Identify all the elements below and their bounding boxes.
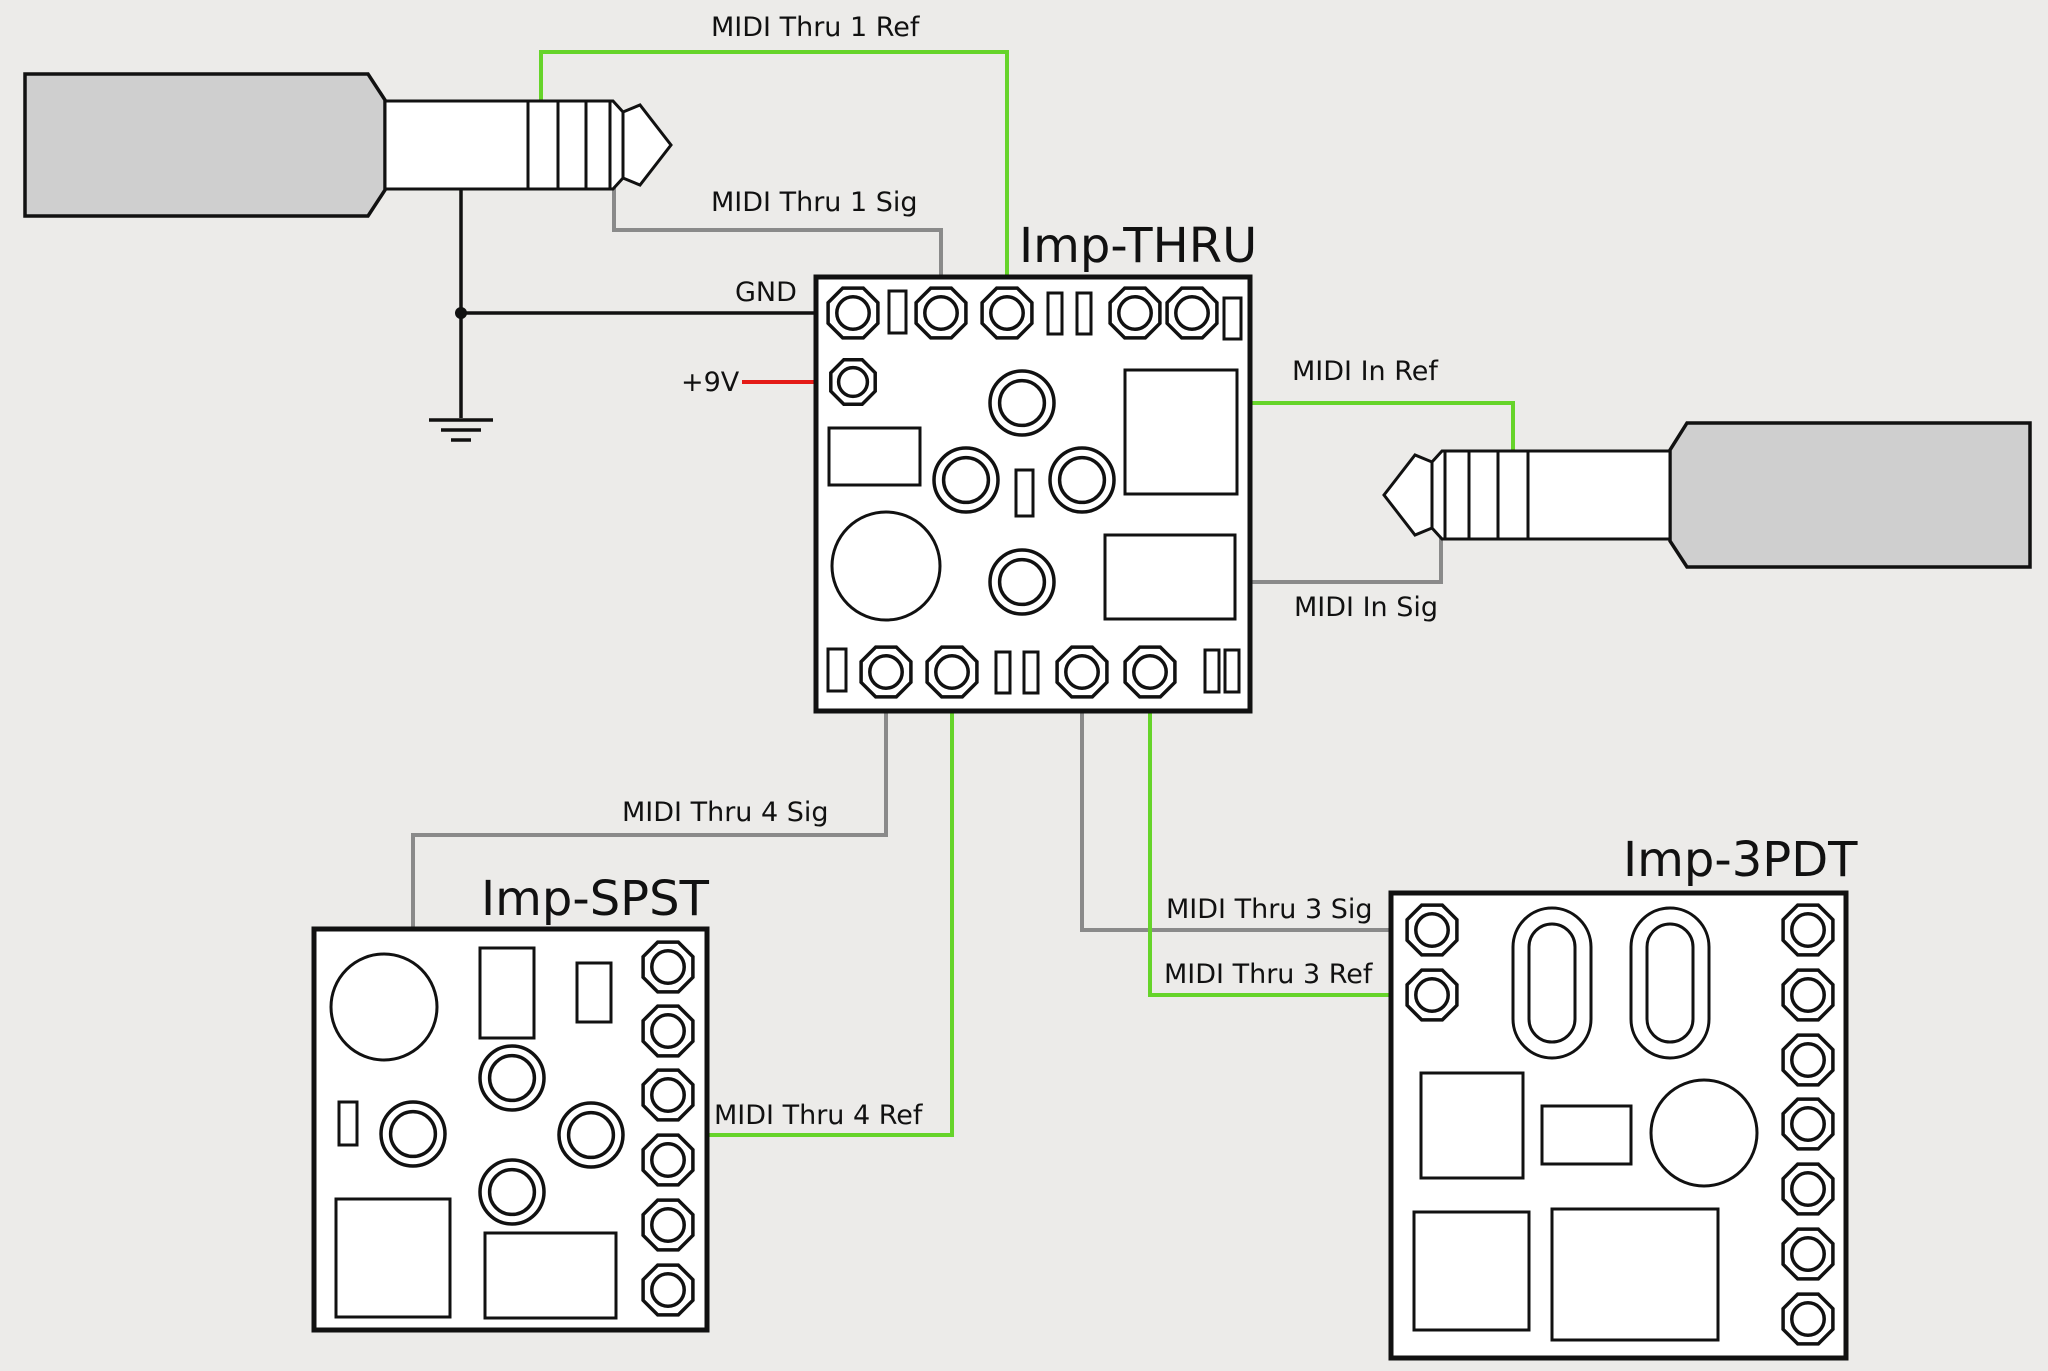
solder-pad-icon (988, 369, 1056, 437)
solder-pad-icon (988, 548, 1056, 616)
solder-pad-icon (1781, 1162, 1835, 1216)
solder-pad-icon (478, 1158, 546, 1226)
solder-pad-icon (557, 1101, 625, 1169)
plug-2-tip (1382, 449, 1471, 541)
label-plus-9v: +9V (681, 367, 740, 398)
wire-midi-thru-4-ref (591, 672, 954, 1137)
solder-pad-icon (1781, 968, 1835, 1022)
label-midi-thru-1-ref: MIDI Thru 1 Ref (711, 12, 921, 43)
ground-symbol-icon (429, 418, 493, 442)
plug-1-body (23, 72, 387, 218)
label-midi-in-ref: MIDI In Ref (1292, 356, 1439, 387)
wire-midi-thru-3-sig (1080, 672, 1432, 932)
title-imp-spst: Imp-SPST (481, 871, 710, 927)
solder-pad-icon (1781, 1097, 1835, 1151)
wire-midi-thru-1-sig (612, 178, 943, 312)
solder-pad-icon (914, 286, 968, 340)
solder-pad-icon (1405, 903, 1459, 957)
solder-pad-icon (641, 940, 695, 994)
solder-pad-icon (379, 1100, 447, 1168)
wire-midi-thru-1-ref (539, 50, 1009, 312)
trs-plug-icon (23, 72, 673, 218)
solder-pad-icon (925, 645, 979, 699)
title-imp-thru: Imp-THRU (1019, 218, 1257, 274)
solder-pad-icon (932, 446, 1000, 514)
imp-thru-board (813, 274, 1253, 714)
gnd-junction-dot (455, 307, 467, 319)
solder-pad-icon (826, 286, 880, 340)
imp-spst-board (311, 926, 710, 1333)
wire-gnd (459, 190, 853, 418)
label-midi-thru-3-sig: MIDI Thru 3 Sig (1166, 894, 1373, 925)
label-midi-thru-4-sig: MIDI Thru 4 Sig (622, 797, 829, 828)
solder-pad-icon (641, 1068, 695, 1122)
plug-2-ring-band (1496, 449, 1530, 541)
label-midi-thru-3-ref: MIDI Thru 3 Ref (1164, 959, 1374, 990)
solder-pad-icon (1781, 1227, 1835, 1281)
plug-1-ring-band (526, 99, 560, 191)
solder-pad-icon (1108, 286, 1162, 340)
solder-pad-icon (829, 358, 877, 406)
trs-plug-icon (1382, 421, 2032, 569)
imp-3pdt-board (1388, 890, 1849, 1361)
solder-pad-icon (1405, 968, 1459, 1022)
solder-pad-icon (1055, 645, 1109, 699)
solder-pad-icon (1781, 1033, 1835, 1087)
plug-2-body (1668, 421, 2032, 569)
label-gnd: GND (735, 277, 797, 308)
solder-pad-icon (641, 1004, 695, 1058)
solder-pad-icon (980, 286, 1034, 340)
solder-pad-icon (1781, 1292, 1835, 1346)
solder-pad-icon (478, 1044, 546, 1112)
label-midi-thru-1-sig: MIDI Thru 1 Sig (711, 187, 918, 218)
solder-pad-icon (1048, 446, 1116, 514)
solder-pad-icon (859, 645, 913, 699)
solder-pad-icon (1123, 645, 1177, 699)
solder-pad-icon (641, 1198, 695, 1252)
solder-pad-icon (1165, 286, 1219, 340)
title-imp-3pdt: Imp-3PDT (1623, 832, 1858, 888)
plug-1-tip (584, 99, 673, 191)
solder-pad-icon (641, 1263, 695, 1317)
solder-pad-icon (1781, 903, 1835, 957)
label-midi-thru-4-ref: MIDI Thru 4 Ref (714, 1100, 924, 1131)
solder-pad-icon (641, 1133, 695, 1187)
label-midi-in-sig: MIDI In Sig (1294, 592, 1438, 623)
wire-midi-thru-3-ref (1148, 672, 1432, 997)
